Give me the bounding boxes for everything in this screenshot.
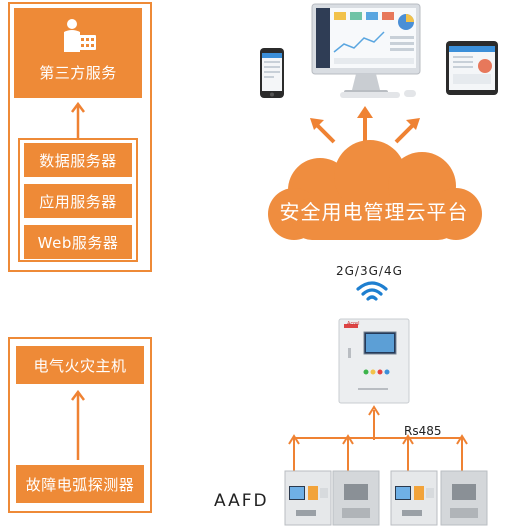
bus-to-host-arrow bbox=[368, 405, 380, 440]
monitoring-host-device-icon: Acrel bbox=[338, 318, 410, 404]
arc-fault-detector-box: 故障电弧探测器 bbox=[16, 465, 144, 503]
third-party-service-box: 第三方服务 bbox=[14, 8, 142, 98]
aafd-device-2 bbox=[390, 470, 490, 526]
smartphone-icon bbox=[259, 47, 285, 99]
server-app: 应用服务器 bbox=[24, 184, 132, 218]
arc-fault-detector-label: 故障电弧探测器 bbox=[25, 475, 135, 494]
rs485-bus bbox=[288, 434, 468, 472]
cloud-platform: 安全用电管理云平台 bbox=[262, 138, 486, 248]
mouse-icon bbox=[404, 90, 416, 97]
fire-alarm-host-label: 电气火灾主机 bbox=[33, 356, 127, 375]
server-data: 数据服务器 bbox=[24, 143, 132, 177]
network-label: 2G/3G/4G bbox=[336, 264, 403, 278]
tablet-icon bbox=[445, 40, 499, 96]
cloud-platform-label: 安全用电管理云平台 bbox=[279, 200, 469, 224]
aafd-label: AAFD bbox=[214, 491, 269, 511]
arrow-servers-to-service bbox=[71, 101, 85, 140]
keyboard-icon bbox=[340, 92, 400, 98]
server-data-label: 数据服务器 bbox=[39, 151, 117, 170]
server-app-label: 应用服务器 bbox=[39, 192, 117, 211]
third-party-service-label: 第三方服务 bbox=[39, 64, 117, 82]
fire-alarm-host-box: 电气火灾主机 bbox=[16, 346, 144, 384]
cloud-upload-arrows bbox=[310, 106, 420, 144]
service-person-icon bbox=[58, 18, 98, 54]
arrow-detector-to-host bbox=[71, 389, 85, 460]
server-web-label: Web服务器 bbox=[37, 233, 119, 252]
desktop-monitor-icon bbox=[310, 2, 422, 98]
aafd-device-1 bbox=[284, 470, 380, 526]
bus-label: Rs485 bbox=[404, 424, 442, 438]
server-web: Web服务器 bbox=[24, 225, 132, 259]
host-brand-label: Acrel bbox=[347, 321, 360, 327]
wifi-icon bbox=[356, 279, 388, 305]
